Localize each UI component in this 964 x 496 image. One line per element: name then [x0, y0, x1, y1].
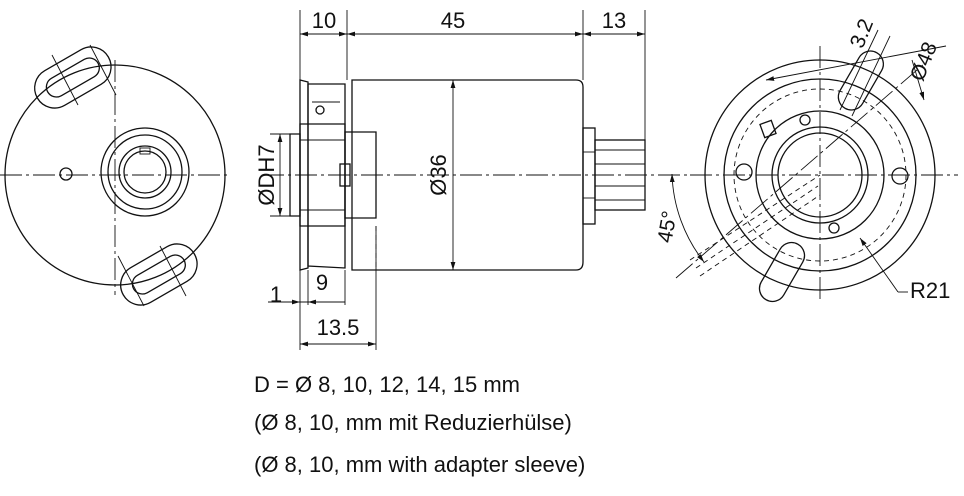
- clamp-ring: [307, 83, 346, 269]
- left-front-view: [0, 44, 230, 307]
- upper-slot: [837, 50, 885, 111]
- lower-mounting-lug: [120, 243, 198, 306]
- hub-outer: [100, 127, 190, 217]
- upper-mounting-lug: [34, 46, 112, 109]
- connector-base: [582, 127, 596, 225]
- dim-shaft-length: 13: [602, 8, 626, 33]
- lower-slot: [758, 241, 806, 303]
- dim-slot-width: 3.2: [846, 16, 878, 52]
- side-view: [262, 10, 690, 350]
- hub-body: [299, 123, 346, 227]
- dim-radius: R21: [910, 278, 950, 303]
- dim-angle: 45°: [654, 209, 682, 244]
- note-reducer-de: (Ø 8, 10, mm mit Reduzierhülse): [254, 410, 572, 435]
- note-bore-sizes: D = Ø 8, 10, 12, 14, 15 mm: [254, 372, 520, 397]
- dim-bore-diameter: ØDH7: [254, 144, 279, 205]
- rear-view: [669, 29, 958, 303]
- encoder-housing: [351, 79, 584, 271]
- dim-bolt-circle: Ø48: [906, 39, 942, 84]
- note-reducer-en: (Ø 8, 10, mm with adapter sleeve): [254, 452, 586, 477]
- dim-offset-13-5: 13.5: [317, 315, 360, 340]
- dim-offset-9: 9: [316, 270, 328, 295]
- dim-body-diameter: Ø36: [426, 154, 451, 196]
- pin-hole: [59, 167, 73, 181]
- dim-offset-1: 1: [270, 282, 282, 307]
- dim-flange-width: 10: [312, 8, 336, 33]
- side-hole-left: [735, 163, 753, 181]
- side-hole-right: [891, 167, 909, 185]
- dim-body-length: 45: [441, 8, 465, 33]
